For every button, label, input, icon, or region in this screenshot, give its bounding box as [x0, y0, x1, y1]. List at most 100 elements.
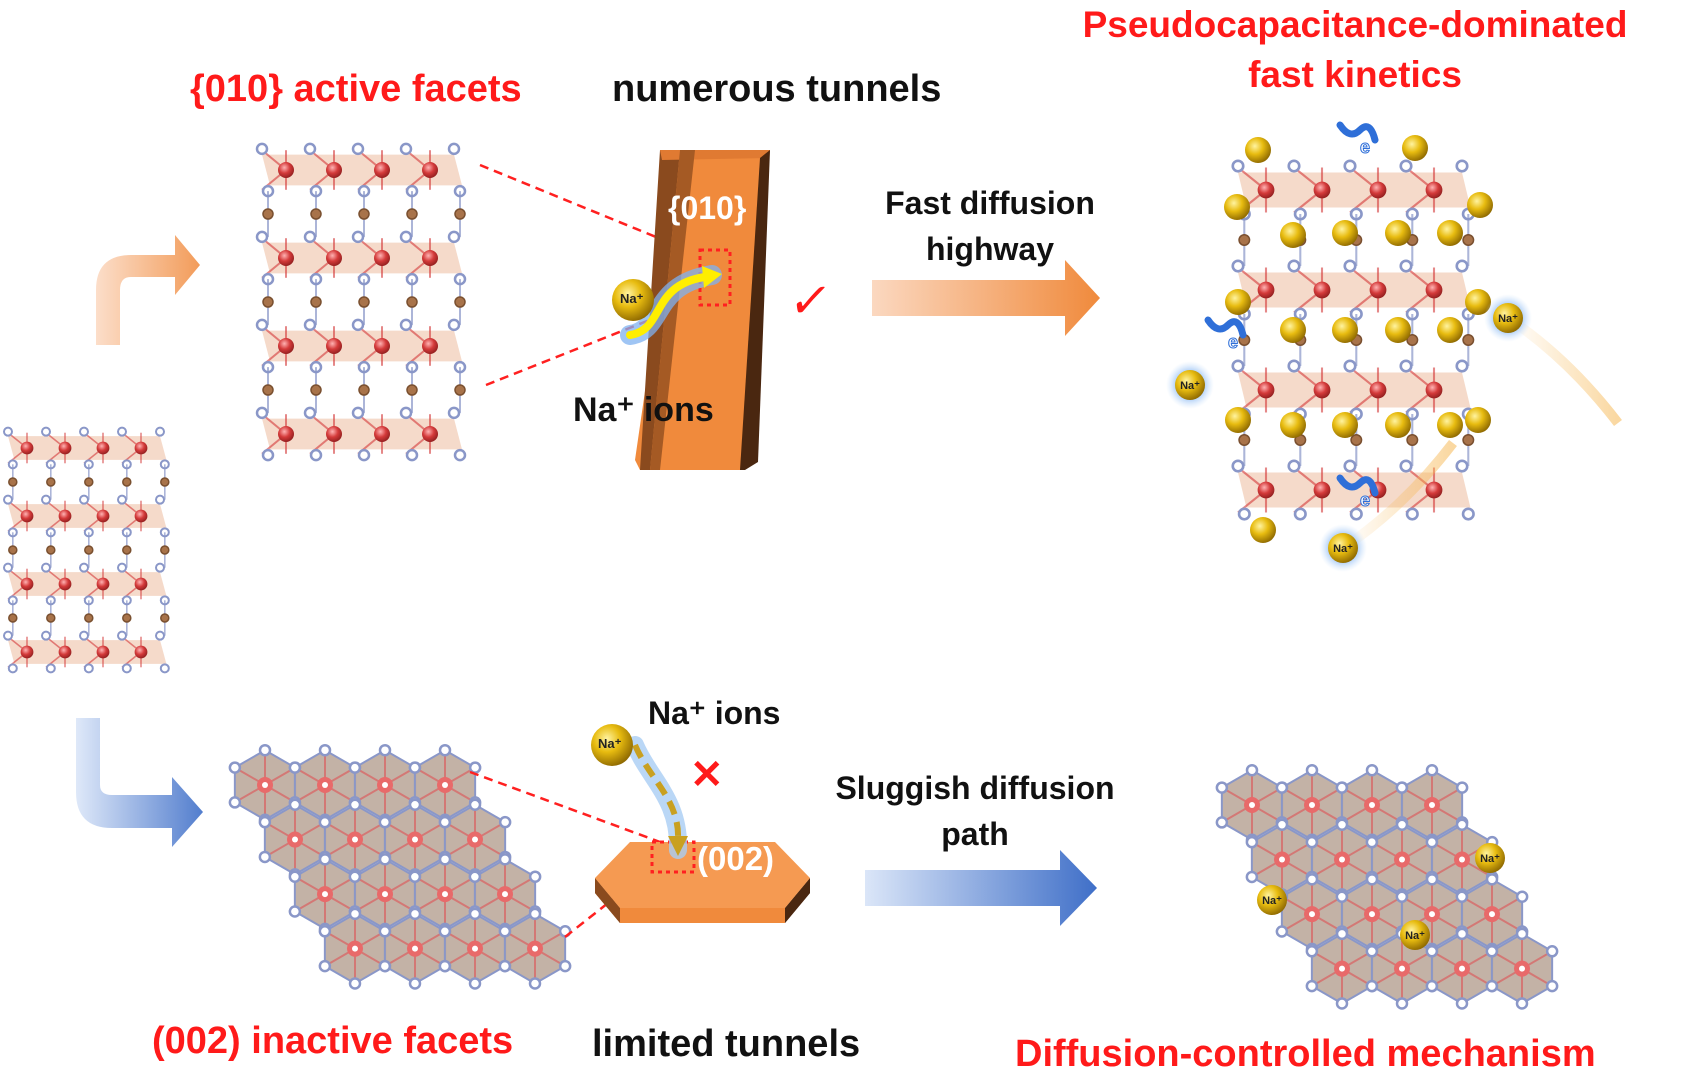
oxygen-atom	[83, 663, 94, 674]
metal-atom	[134, 577, 148, 591]
oxygen-atom	[1455, 927, 1469, 941]
metal-atom	[326, 162, 342, 178]
inactive-facets-label: (002) inactive facets	[152, 1020, 514, 1062]
na-ion	[1437, 412, 1463, 438]
metal-atom	[374, 426, 390, 442]
metal-atom	[96, 577, 110, 591]
oxygen-atom	[1343, 259, 1357, 273]
oxygen-atom	[1485, 945, 1499, 958]
na-ion	[1224, 194, 1250, 220]
oxygen-atom	[1343, 459, 1357, 473]
na-ion	[1400, 920, 1430, 950]
na-ion-symbol: Na⁺	[1262, 895, 1282, 907]
oxygen-atom	[288, 870, 302, 883]
oxygen-atom	[1425, 873, 1439, 886]
na-ion	[1475, 843, 1505, 873]
oxygen-atom	[1461, 507, 1475, 521]
sluggish-diffusion-path	[626, 736, 688, 859]
metal-atom	[422, 338, 438, 354]
oxygen-atom	[1305, 979, 1319, 993]
rod-facet-label: {010}	[668, 190, 747, 226]
metal-atom	[1369, 381, 1387, 399]
oxygen-atom	[498, 815, 512, 829]
oxygen-atom	[1485, 979, 1499, 993]
na-ion-top-symbol: Na⁺	[620, 291, 644, 306]
na-ion	[1328, 533, 1358, 563]
oxygen-atom	[468, 907, 482, 921]
oxygen-atom	[1455, 781, 1469, 794]
metal-atom	[58, 577, 72, 591]
oxygen-atom	[318, 925, 332, 938]
na-ion	[1280, 412, 1306, 438]
oxygen-atom	[1399, 459, 1413, 473]
na-ion-symbol: Na⁺	[1333, 543, 1353, 555]
phosphorus-atom	[122, 613, 132, 623]
metal-atom	[58, 509, 72, 523]
source-crystal-lattice	[3, 426, 170, 674]
blue-bend-arrow	[76, 718, 203, 847]
octahedral-layer	[262, 242, 462, 274]
metal-atom	[422, 250, 438, 266]
oxygen-atom	[408, 798, 422, 812]
oxygen-atom	[1425, 945, 1439, 958]
oxygen-atom	[79, 426, 89, 437]
oxygen-atom	[1237, 507, 1251, 521]
oxygen-atom	[318, 815, 332, 829]
octahedral-layer	[8, 436, 167, 460]
metal-atom	[1313, 281, 1331, 299]
na-ion	[1402, 135, 1428, 161]
metal-atom	[1369, 181, 1387, 199]
oxygen-atom	[258, 850, 272, 864]
octahedral-layer	[262, 418, 462, 450]
plate-facet-label: (002)	[697, 840, 775, 877]
oxygen-atom	[1349, 507, 1363, 521]
oxygen-atom	[1293, 507, 1307, 521]
oxygen-atom	[1287, 359, 1301, 373]
oxygen-atom	[378, 743, 392, 757]
metal-atom	[20, 509, 34, 523]
metal-atom	[96, 441, 110, 455]
metal-atom	[1257, 181, 1275, 199]
oxygen-atom	[1215, 781, 1229, 794]
pseudocapacitive-lattice: Na⁺Na⁺Na⁺eee	[1080, 121, 1622, 572]
oxygen-atom	[447, 318, 461, 332]
phosphorus-atom	[160, 545, 170, 555]
oxygen-atom	[378, 959, 392, 973]
diffusion-controlled-lattice	[1215, 763, 1559, 1010]
metal-atom	[96, 509, 110, 523]
na-ion	[1465, 407, 1491, 433]
oxygen-atom	[261, 448, 275, 462]
na-ion	[1385, 412, 1411, 438]
oxygen-atom	[255, 230, 269, 244]
oxygen-atom	[438, 959, 452, 973]
oxygen-atom	[468, 761, 482, 774]
phosphorus-atom	[46, 545, 56, 555]
oxygen-atom	[1245, 763, 1259, 777]
phosphorus-atom	[454, 208, 466, 220]
na-ion-bottom	[591, 724, 633, 766]
phosphorus-atom	[406, 384, 418, 396]
oxygen-atom	[79, 562, 89, 573]
oxygen-atom	[405, 448, 419, 462]
oxygen-atom	[399, 318, 413, 332]
oxygen-atom	[41, 426, 51, 437]
oxygen-atom	[1245, 870, 1259, 884]
oxygen-atom	[159, 663, 170, 674]
na-ion-symbol: Na⁺	[1405, 930, 1425, 942]
metal-atom	[278, 338, 294, 354]
oxygen-atom	[1305, 763, 1319, 777]
oxygen-atom	[357, 448, 371, 462]
oxygen-atom	[1399, 159, 1413, 173]
oxygen-atom	[1455, 997, 1469, 1010]
oxygen-atom	[155, 630, 165, 641]
oxygen-atom	[303, 406, 317, 420]
fast-diffusion-arrow	[872, 260, 1100, 336]
oxygen-atom	[228, 761, 242, 774]
oxygen-atom	[1455, 359, 1469, 373]
oxygen-atom	[1399, 259, 1413, 273]
oxygen-atom	[318, 959, 332, 973]
result-title-line2: fast kinetics	[1248, 54, 1462, 95]
sluggish-diffusion-label-line2: path	[941, 816, 1009, 852]
oxygen-atom	[1335, 781, 1349, 794]
phosphorus-atom	[122, 545, 132, 555]
